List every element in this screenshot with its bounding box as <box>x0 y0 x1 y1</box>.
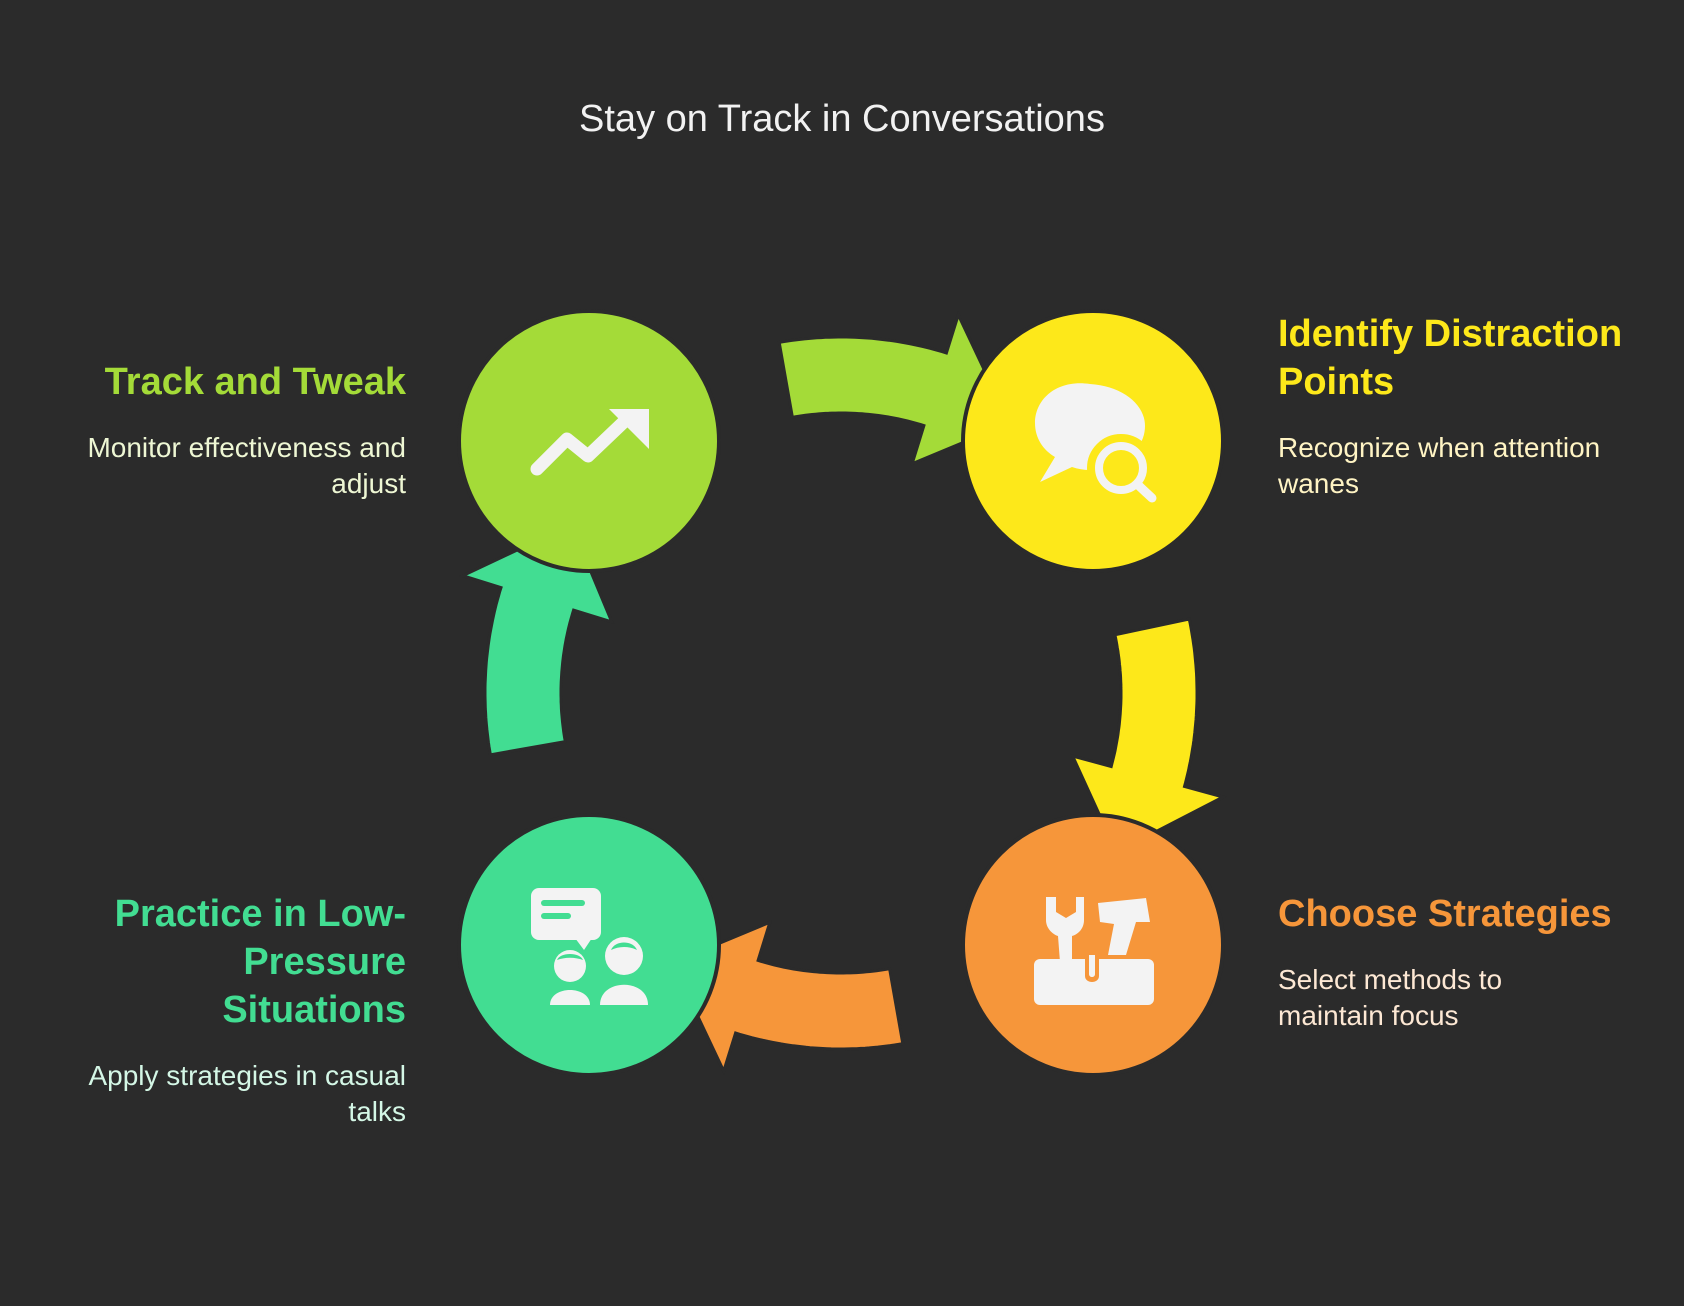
step-identify-title: Identify Distraction Points <box>1278 313 1623 403</box>
conversation-people-icon <box>531 888 648 1005</box>
toolbox-icon <box>1034 897 1154 1005</box>
track-node <box>457 309 721 573</box>
choose-node <box>961 813 1225 1077</box>
arrow-identify-to-choose <box>1069 617 1228 855</box>
chat-search-icon <box>1035 383 1157 503</box>
diagram-title: Stay on Track in Conversations <box>579 98 1105 140</box>
arrow-choose-to-practice <box>670 919 905 1076</box>
step-track-title: Track and Tweak <box>104 361 406 403</box>
identify-node <box>961 309 1225 573</box>
step-practice-title: Practice in Low-Pressure Situations <box>114 893 406 1031</box>
trend-up-icon <box>530 409 649 476</box>
step-practice-description: Apply strategies in casual talks <box>88 1060 406 1127</box>
step-choose-description: Select methods to maintain focus <box>1278 964 1503 1031</box>
practice-node <box>457 813 721 1077</box>
step-identify-description: Recognize when attention wanes <box>1278 432 1601 499</box>
step-choose-title: Choose Strategies <box>1278 893 1612 935</box>
arrow-practice-to-track <box>458 522 615 757</box>
cycle-arrows <box>458 310 1228 1076</box>
arrow-track-to-identify <box>777 310 1012 467</box>
step-track-description: Monitor effectiveness and adjust <box>87 432 406 499</box>
